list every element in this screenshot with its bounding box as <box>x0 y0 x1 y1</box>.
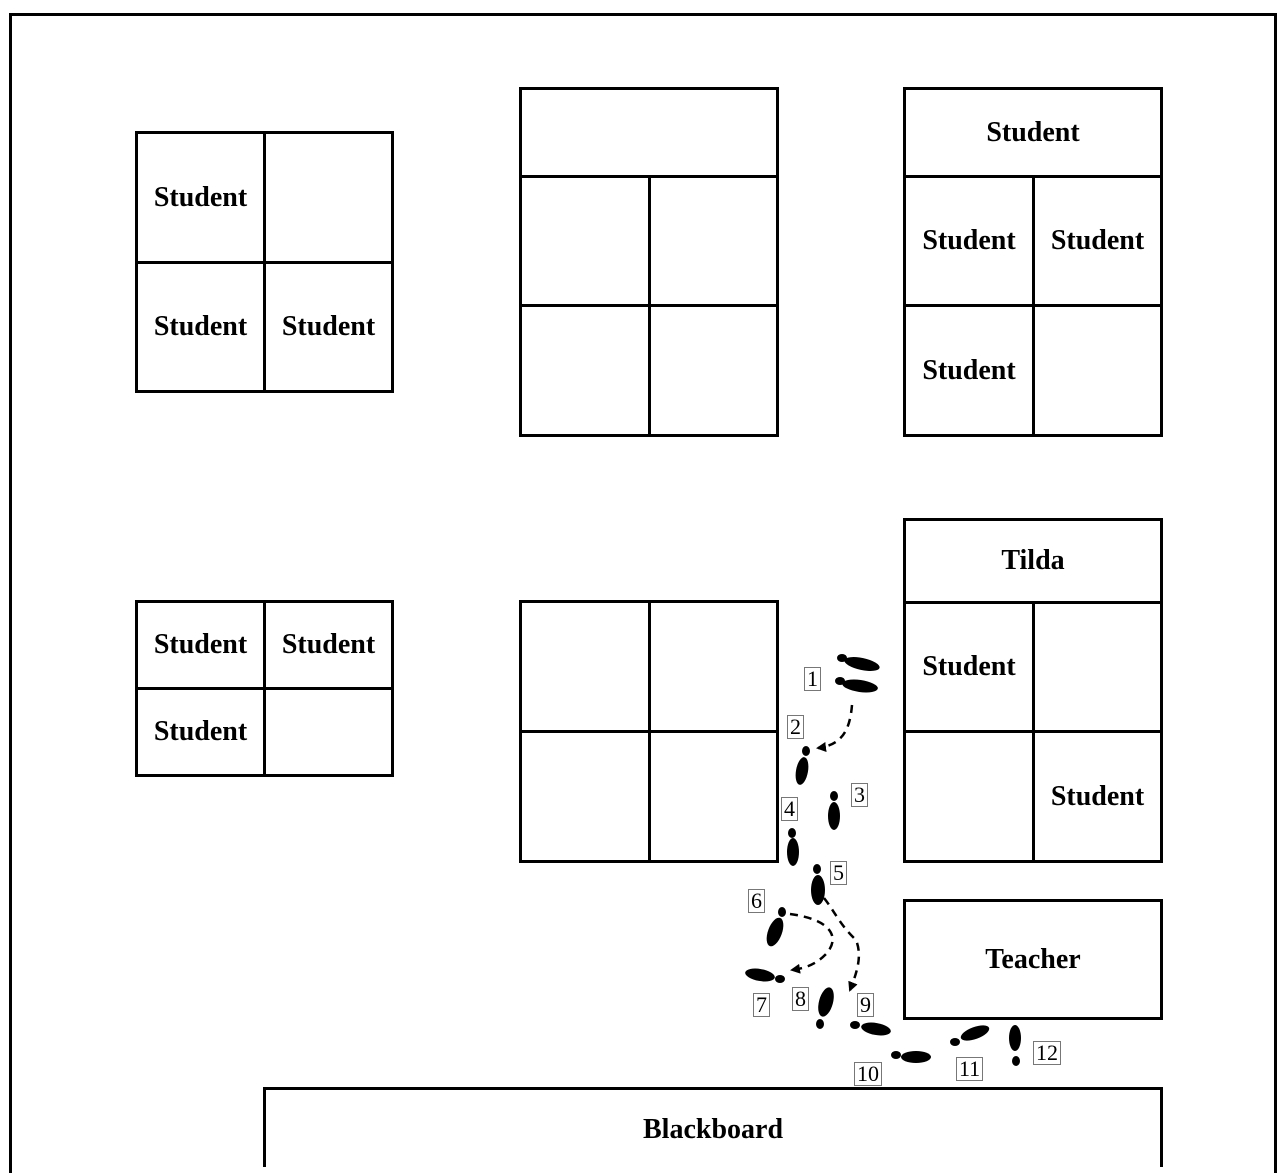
footprint-6 <box>766 907 786 947</box>
footprint-11 <box>950 1025 990 1046</box>
step-label-4: 4 <box>781 797 798 821</box>
desk-mid-right-seat-4: Student <box>1032 730 1163 863</box>
desk-top-left-seat-student-3: Student <box>263 261 394 393</box>
dashed-arrow-1-2 <box>816 704 854 752</box>
step-label-1: 1 <box>804 667 821 691</box>
blackboard-label: Blackboard <box>642 1114 784 1145</box>
classroom-wall <box>9 13 1277 1173</box>
footprint-10 <box>891 1051 931 1063</box>
step-label-2: 2 <box>787 715 804 739</box>
step-label-5: 5 <box>830 861 847 885</box>
step-label-9: 9 <box>857 993 874 1017</box>
footprint-9 <box>850 1021 891 1036</box>
teacher-desk: Teacher <box>903 899 1163 1020</box>
step-label-12: 12 <box>1033 1041 1061 1065</box>
dashed-arrow-6-7 <box>789 912 834 974</box>
dashed-arrow-5-8 <box>823 897 861 992</box>
desk-mid-left-seat-4 <box>263 687 394 777</box>
footprint-8 <box>816 987 834 1029</box>
step-label-3: 3 <box>851 783 868 807</box>
step-label-6: 6 <box>748 889 765 913</box>
footprint-5 <box>811 864 825 905</box>
step-label-8: 8 <box>792 987 809 1011</box>
step-label-7: 7 <box>753 993 770 1017</box>
desk-top-middle-seat-4 <box>648 304 779 437</box>
desk-mid-center-seat-4 <box>648 730 779 863</box>
footprint-4 <box>787 828 799 866</box>
desk-top-right-seat-4 <box>1032 304 1163 437</box>
footprint-12 <box>1009 1025 1021 1066</box>
step-label-10: 10 <box>854 1062 882 1086</box>
desk-mid-left-seat-3: Student <box>135 687 266 777</box>
footprint-1 <box>835 654 880 693</box>
step-label-11: 11 <box>956 1057 984 1081</box>
blackboard: Blackboard <box>263 1087 1163 1167</box>
footprint-7 <box>745 968 785 983</box>
footprint-3 <box>828 791 840 830</box>
footprint-2 <box>795 746 810 785</box>
